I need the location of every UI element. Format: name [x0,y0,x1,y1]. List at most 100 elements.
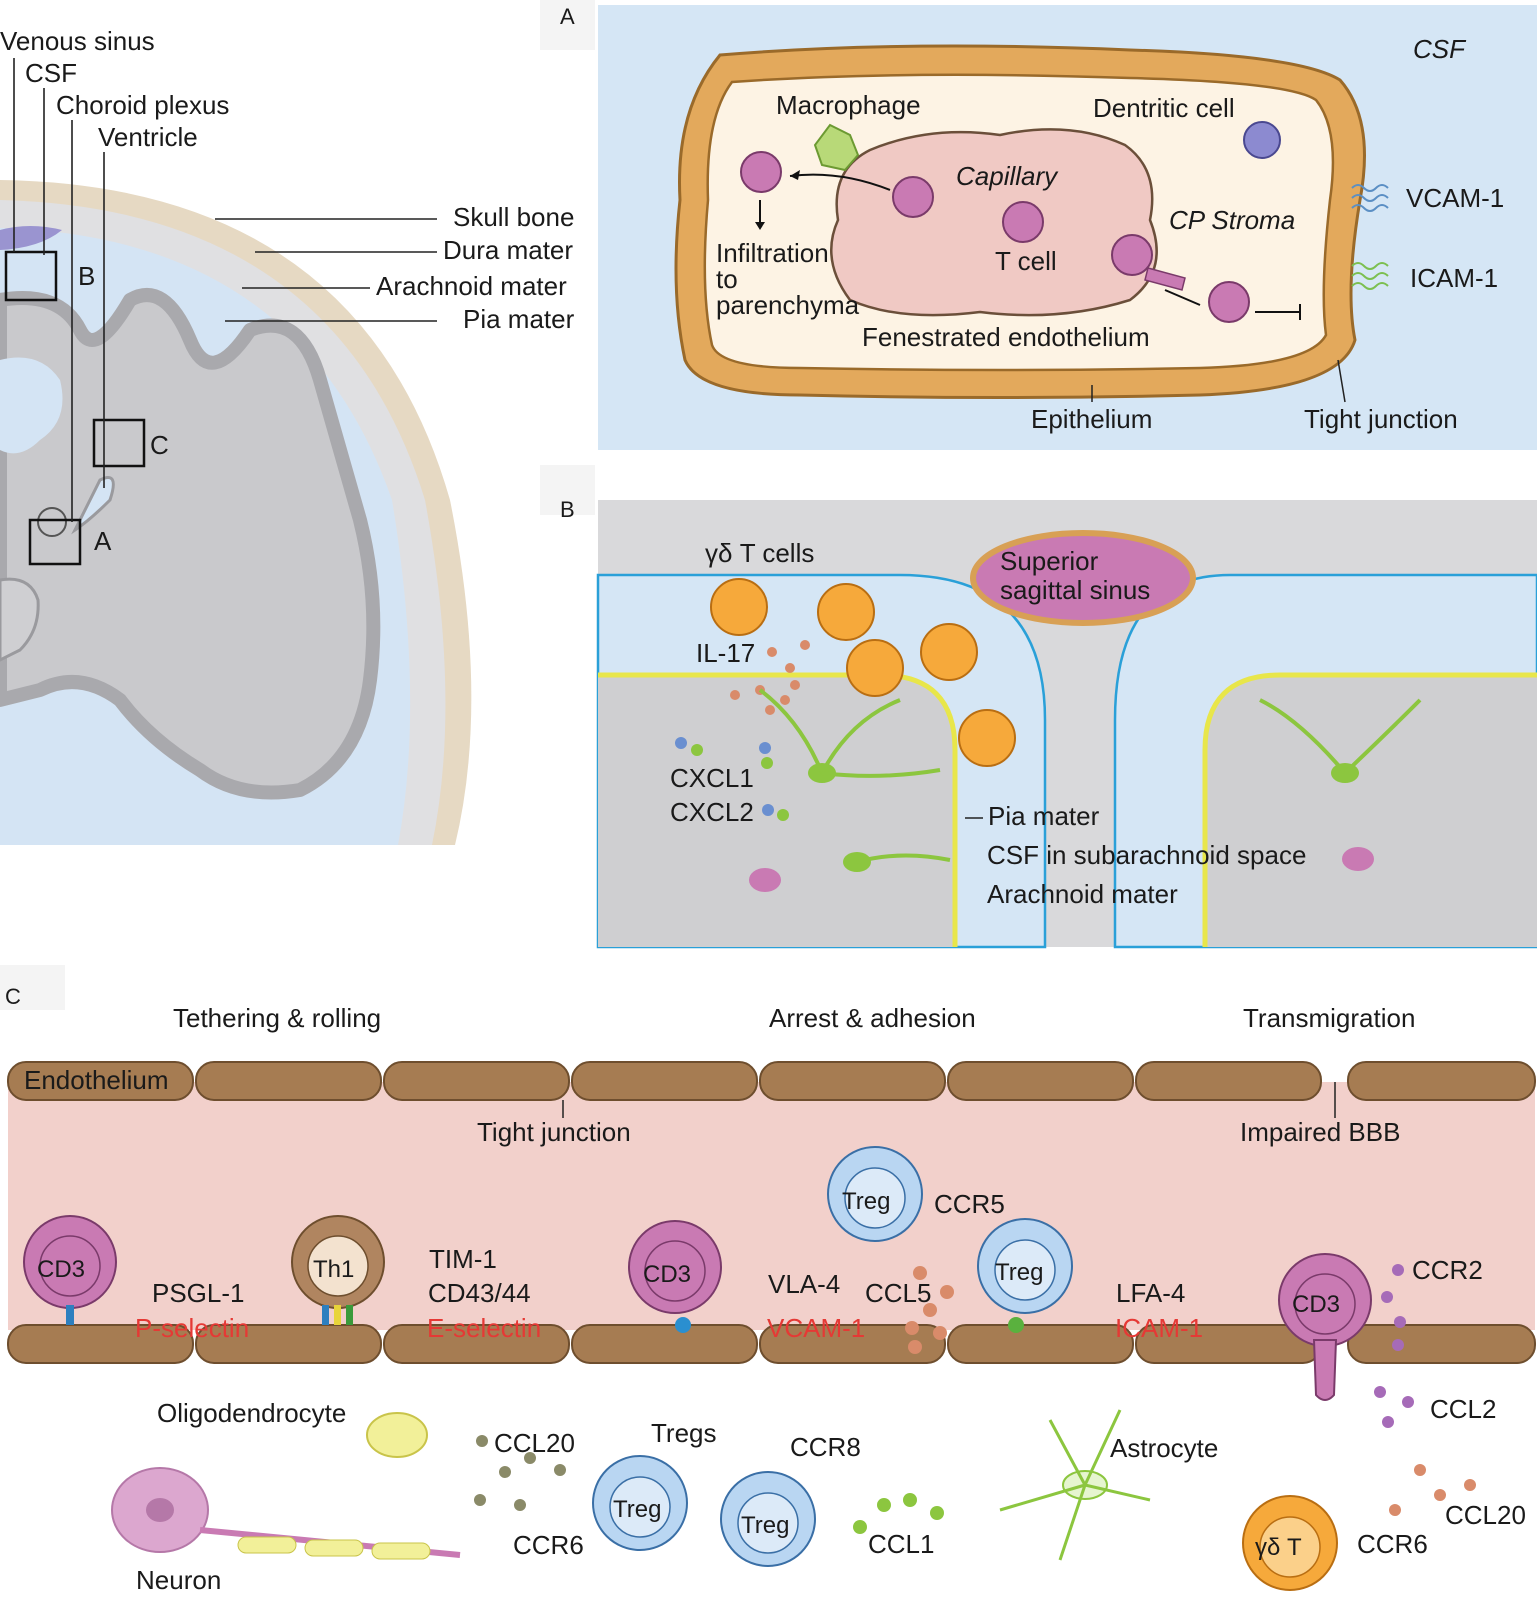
cd3-label-1: CD3 [37,1256,85,1283]
csf-label: CSF [25,58,77,88]
ccl20-dots-left [474,1435,566,1511]
dura-mater-label: Dura mater [443,235,573,265]
icam-label: ICAM-1 [1410,263,1498,293]
cd3-label-3: CD3 [1292,1291,1340,1318]
capillary-label: Capillary [956,161,1059,191]
macrophage-label: Macrophage [776,90,921,120]
tcell-infiltrating [740,151,782,193]
cd3-cell-3 [1278,1253,1372,1401]
ccl1-dots [853,1493,944,1534]
vcam1-label: VCAM-1 [767,1313,865,1343]
venous-sinus-label: Venous sinus [0,26,155,56]
arachnoid-b-label: Arachnoid mater [987,879,1178,909]
panel-b: B [540,465,1537,949]
gd-t-cell [1242,1495,1338,1591]
treg-cell-3 [592,1455,688,1551]
vcam-molecules [1351,184,1389,212]
cp-stroma-label: CP Stroma [1169,205,1295,235]
fenestrated-label: Fenestrated endothelium [862,322,1150,352]
tight-junction-c-label: Tight junction [477,1117,631,1147]
th1-label: Th1 [313,1256,354,1283]
capillary-lumen [830,128,1158,317]
il17-dots [730,640,810,715]
vla4-label: VLA-4 [768,1269,840,1299]
tight-junction-label: Tight junction [1304,404,1458,434]
blocked-arrow [1255,304,1301,320]
box-b [4,250,58,302]
neuron-label: Neuron [136,1565,221,1595]
superior-sagittal-sinus [970,530,1196,626]
icam-molecules [1351,262,1389,290]
tcell-capillary-center [1002,201,1044,243]
box-b-label: B [78,261,95,291]
right-pia [1202,672,1537,947]
panel-a: A CSF Macrophage Dentritic [540,0,1537,450]
impaired-bbb-label: Impaired BBB [1240,1117,1400,1147]
bottom-endothelium [7,1324,1536,1364]
stage-transmigration-label: Transmigration [1243,1003,1415,1033]
csf-subarachnoid-label: CSF in subarachnoid space [987,840,1306,870]
brain-overview: Venous sinus CSF Choroid plexus Ventricl… [0,26,575,845]
cd3-cell-1 [23,1215,117,1325]
treg-label-1: Treg [842,1188,890,1215]
arrow-to-stroma [1164,289,1201,306]
top-endothelium [7,1061,1536,1101]
psgl1-label: PSGL-1 [152,1278,245,1308]
tcell-extravasating [1111,234,1153,276]
cd4344-label: CD43/44 [428,1278,531,1308]
ccl5-label: CCL5 [865,1278,931,1308]
box-a [28,518,82,566]
ccl5-dots [905,1266,954,1354]
tcell-capillary-left [892,176,934,218]
astrocyte-label: Astrocyte [1110,1433,1218,1463]
microglia-processes [758,688,1422,864]
ccl20-label-left: CCL20 [494,1428,575,1458]
neuron [111,1467,461,1558]
ccl20-dots-right [1389,1464,1476,1516]
gd-tcells-label: γδ T cells [705,538,814,568]
tcell-stroma [1208,281,1250,323]
arrow-exit-head [790,170,800,180]
ccr5-label: CCR5 [934,1189,1005,1219]
chemokine-dots [675,737,789,821]
venous-sinus-shape [0,226,62,250]
ccl1-label: CCL1 [868,1529,934,1559]
gd-tcells [710,578,1016,767]
icam1-label: ICAM-1 [1115,1313,1203,1343]
arrow-infiltration-head [755,222,765,230]
pia-mater-b-label: Pia mater [988,801,1100,831]
dendritic-cell-label: Dentritic cell [1093,93,1235,123]
cxcl1-label: CXCL1 [670,763,754,793]
box-a-label: A [94,526,112,556]
treg-cell-4 [720,1471,816,1567]
infiltration-label-3: parenchyma [716,290,860,320]
left-parenchyma [598,675,955,947]
arachnoid-mater-label: Arachnoid mater [376,271,567,301]
treg-cell-2 [977,1218,1073,1333]
gdt-label: γδ T [1255,1534,1302,1561]
neuron-b [749,868,781,892]
panel-c-letter-bg [0,965,65,1010]
ccl2-label: CCL2 [1430,1394,1496,1424]
infiltration-label-2: to [716,264,738,294]
panel-c: C Tethering & rolling Arrest & adhesion … [0,965,1536,1595]
oligodendrocyte [237,1412,431,1560]
treg-label-2: Treg [995,1259,1043,1286]
box-c [92,418,146,468]
ventricle-space [0,357,63,454]
oligodendrocyte-label: Oligodendrocyte [157,1398,346,1428]
panel-a-csf-label: CSF [1413,34,1467,64]
cd3-label-2: CD3 [643,1261,691,1288]
cxcl2-label: CXCL2 [670,797,754,827]
stage-arrest-label: Arrest & adhesion [769,1003,976,1033]
ccr6-label-left: CCR6 [513,1530,584,1560]
macrophage-cell [813,123,860,172]
neuron-b-right [1342,847,1374,871]
box-c-label: C [150,430,169,460]
panel-b-letter-bg [540,465,595,515]
panel-b-letter: B [560,497,575,522]
pia-mater-label: Pia mater [463,304,575,334]
epithelium-label: Epithelium [1031,404,1152,434]
